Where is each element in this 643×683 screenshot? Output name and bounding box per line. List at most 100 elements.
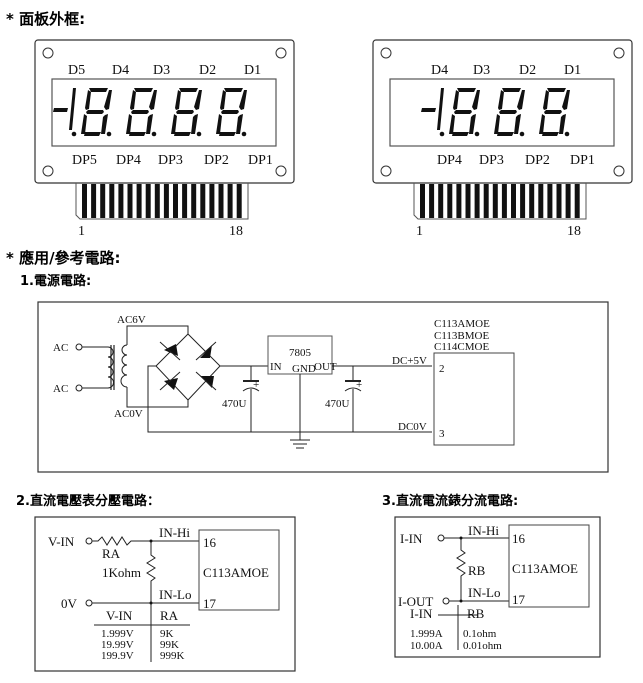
seven-segment-display: [421, 88, 570, 137]
terminal-icon: [75, 384, 83, 392]
label-chip: C113AMOE: [203, 565, 269, 580]
label-dc5v: DC+5V: [392, 355, 427, 367]
label-pin-2: 2: [439, 363, 445, 375]
label-dp3: DP3: [158, 153, 183, 168]
label-ac6v: AC6V: [117, 314, 146, 326]
mount-hole-icon: [275, 47, 287, 59]
table-cell: 19.99V: [101, 639, 134, 651]
table-cell: 999K: [160, 650, 185, 662]
pin-first-label: 1: [416, 224, 423, 239]
decimal-point: [519, 131, 525, 137]
label-0v: 0V: [61, 596, 78, 611]
pin: [127, 184, 133, 218]
heading-panel-frame: * 面板外框:: [6, 10, 86, 28]
pin-last-label: 18: [229, 224, 243, 239]
svg-text:+: +: [356, 379, 362, 391]
pin: [556, 184, 562, 218]
label-pin-17: 17: [203, 596, 217, 611]
label-model-3: C114CMOE: [434, 341, 489, 353]
table-cell: 1.999A: [410, 628, 443, 640]
decimal-point: [71, 131, 77, 137]
label-cap2: 470U: [325, 398, 350, 410]
label-in-hi: IN-Hi: [468, 523, 499, 538]
decimal-point: [196, 131, 202, 137]
table-header-rb: RB: [467, 606, 485, 621]
diode-icon: [164, 344, 178, 356]
one-segment: [69, 88, 76, 130]
table-cell: 0.1ohm: [463, 628, 497, 640]
pin: [173, 184, 178, 218]
pin-header-outline: [75, 183, 249, 220]
label-dp5: DP5: [72, 153, 97, 168]
pin: [438, 184, 444, 218]
label-model-2: C113BMOE: [434, 330, 489, 342]
label-d2: D2: [519, 63, 536, 78]
label-dp3: DP3: [479, 153, 504, 168]
label-in-lo: IN-Lo: [159, 587, 192, 602]
table-header-vin: V-IN: [106, 608, 133, 623]
label-iout: I-OUT: [398, 594, 433, 609]
seven-segment-display: [53, 88, 247, 137]
label-vin: V-IN: [48, 534, 75, 549]
label-dp2: DP2: [525, 153, 550, 168]
pin: [465, 184, 471, 218]
panel-5-digit: D5 D4 D3 D2 D1 DP5 DP4 DP3 DP2 DP1 1 18: [34, 39, 295, 239]
mount-hole-icon: [380, 47, 392, 59]
pin: [191, 184, 197, 218]
label-in-hi: IN-Hi: [159, 525, 190, 540]
label-ac-1: AC: [53, 342, 68, 354]
label-ac-2: AC: [53, 383, 68, 395]
decimal-point: [564, 131, 570, 137]
pin: [118, 184, 124, 218]
pin: [565, 184, 571, 218]
minus-segment: [53, 108, 68, 112]
pin: [483, 184, 489, 218]
resistor-ra-icon: [92, 536, 199, 546]
label-reg-out: OUT: [314, 361, 337, 373]
terminal-icon: [75, 343, 83, 351]
pin: [529, 184, 535, 218]
chip-c113amoe: [433, 352, 515, 446]
pin: [136, 184, 142, 218]
pin: [200, 184, 206, 218]
label-chip: C113AMOE: [512, 561, 578, 576]
table-header-ra: RA: [160, 608, 179, 623]
terminal-icon: [85, 537, 93, 545]
label-d1: D1: [244, 63, 261, 78]
chip-c113amoe: [198, 529, 280, 611]
one-segment: [437, 88, 444, 130]
power-circuit: [37, 301, 609, 473]
label-rb: RB: [468, 563, 486, 578]
voltage-divider-circuit: [34, 516, 296, 672]
label-model-1: C113AMOE: [434, 318, 490, 330]
pin: [227, 184, 233, 218]
terminal-icon: [442, 597, 450, 605]
pin: [574, 184, 580, 218]
label-dp2: DP2: [204, 153, 229, 168]
mount-hole-icon: [275, 165, 287, 177]
pin: [547, 184, 553, 218]
voltage-frame: [34, 516, 296, 672]
label-dp4: DP4: [116, 153, 141, 168]
pin: [100, 184, 106, 218]
decimal-point: [106, 131, 112, 137]
label-pin-16: 16: [512, 531, 526, 546]
terminal-icon: [437, 534, 445, 542]
decimal-point: [474, 131, 480, 137]
pin: [474, 184, 480, 218]
pin: [154, 184, 160, 218]
heading-voltage-divider: 2.直流電壓表分壓電路：: [16, 494, 160, 509]
label-d3: D3: [473, 63, 490, 78]
svg-text:+: +: [253, 379, 259, 391]
transformer-core-icon: [110, 345, 115, 390]
pin-header: [75, 183, 249, 220]
heading-current-shunt: 3.直流電流錶分流電路:: [382, 494, 519, 509]
pin: [145, 184, 151, 218]
label-dc0v: DC0V: [398, 421, 427, 433]
pin: [429, 184, 435, 218]
mount-hole-icon: [613, 47, 625, 59]
pin: [492, 184, 498, 218]
label-pin-17: 17: [512, 592, 526, 607]
table-cell: 9K: [160, 628, 174, 640]
pin-last-label: 18: [567, 224, 581, 239]
